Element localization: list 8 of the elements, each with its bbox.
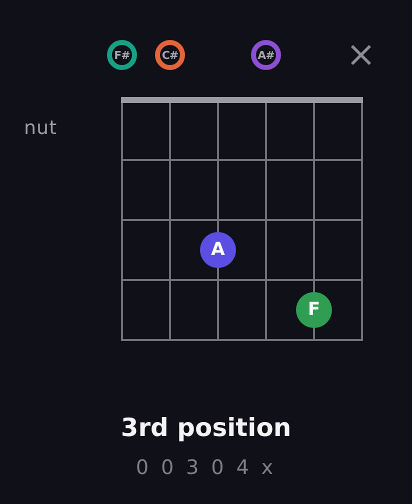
open-string-note-ring: A# bbox=[251, 40, 281, 70]
finger-position-dot: F bbox=[296, 292, 332, 328]
nut-label: nut bbox=[24, 117, 58, 140]
open-string-note-ring: C# bbox=[155, 40, 185, 70]
finger-position-dot: A bbox=[200, 232, 236, 268]
fret-numbers: 0 0 3 0 4 x bbox=[134, 455, 278, 479]
chord-title: 3rd position bbox=[120, 412, 292, 444]
open-string-note-ring: F# bbox=[107, 40, 137, 70]
